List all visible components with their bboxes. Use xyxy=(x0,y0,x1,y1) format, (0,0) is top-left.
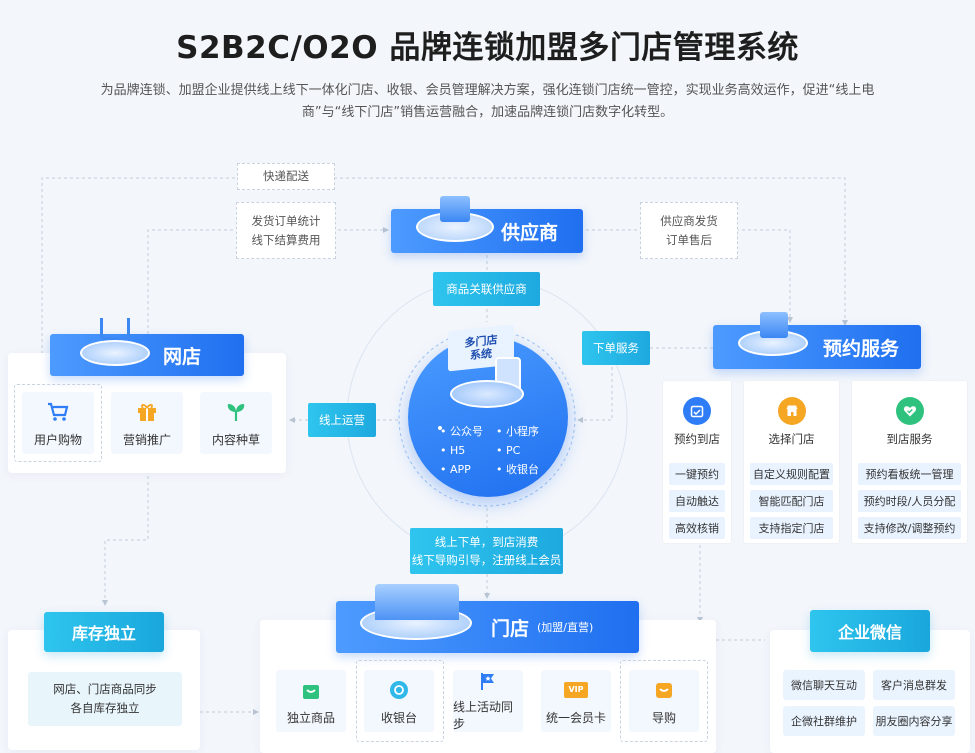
gift-icon xyxy=(134,399,160,425)
tile-content-seeding: 内容种草 xyxy=(200,392,272,454)
inventory-line1: 网店、门店商品同步 xyxy=(53,682,157,696)
booking-item: 智能匹配门店 xyxy=(750,490,833,512)
booking-item: 预约看板统一管理 xyxy=(858,463,961,485)
booking-item: 自定义规则配置 xyxy=(750,463,833,485)
booking-item: 支持指定门店 xyxy=(750,517,833,539)
settlement-note: 发货订单统计 线下结算费用 xyxy=(236,202,336,259)
booking-service-label: 预约服务 xyxy=(823,337,900,360)
tile-user-shopping-label: 用户购物 xyxy=(33,432,82,447)
feature-item: • 小程序 xyxy=(496,425,539,438)
booking-item: 预约时段/人员分配 xyxy=(858,490,961,512)
tile-own-products-label: 独立商品 xyxy=(286,710,335,725)
shopping-bag-icon xyxy=(298,677,324,703)
tile-user-shopping: 用户购物 xyxy=(22,392,94,454)
flag-icon xyxy=(475,670,501,692)
booking-column-choose-store: 选择门店 自定义规则配置 智能匹配门店 支持指定门店 xyxy=(743,380,840,544)
tile-cashier-label: 收银台 xyxy=(380,710,417,725)
calendar-check-icon xyxy=(683,397,711,425)
inventory-node: 库存独立 xyxy=(44,612,164,652)
shop-platform-icon xyxy=(80,340,150,366)
tile-shopping-guide: 导购 xyxy=(629,670,699,732)
tag-offline-guidance-line1: 线上下单，到店消费 xyxy=(434,535,539,549)
settlement-line1: 发货订单统计 xyxy=(251,213,321,228)
tile-unified-membership-label: 统一会员卡 xyxy=(545,710,606,725)
tag-product-supplier-label: 商品关联供应商 xyxy=(446,282,527,296)
page-subtitle: 为品牌连锁、加盟企业提供线上线下一体化门店、收银、会员管理解决方案，强化连锁门店… xyxy=(100,83,875,120)
tile-own-products: 独立商品 xyxy=(276,670,346,732)
heart-check-icon xyxy=(895,397,924,425)
tag-offline-guidance-line2: 线下导购引导，注册线上会员 xyxy=(411,553,562,567)
online-shop-label: 网店 xyxy=(163,345,202,368)
feature-item: • 公众号 xyxy=(440,425,483,438)
multi-store-badge-line2: 系统 xyxy=(470,346,492,363)
tag-order-service-label: 下单服务 xyxy=(593,341,639,355)
booking-item: 支持修改/调整预约 xyxy=(858,517,961,539)
vip-card-icon: VIP xyxy=(563,677,589,703)
store-label: 门店 xyxy=(491,617,530,640)
booking-item: 自动触达 xyxy=(669,490,725,512)
wechat-item: 客户消息群发 xyxy=(873,670,955,700)
cashier-icon xyxy=(386,677,412,703)
feature-item: • H5 xyxy=(440,444,466,457)
tile-cashier: 收银台 xyxy=(364,670,434,732)
tile-marketing-label: 营销推广 xyxy=(122,432,171,447)
supplier-shipping-note: 供应商发货 订单售后 xyxy=(640,202,738,259)
tag-online-operation: 线上运营 xyxy=(308,403,376,437)
page-title: S2B2C/O2O 品牌连锁加盟多门店管理系统 xyxy=(176,30,799,66)
tag-offline-guidance: 线上下单，到店消费 线下导购引导，注册线上会员 xyxy=(410,528,563,574)
feature-item: • PC xyxy=(496,444,521,457)
supplier-box-icon xyxy=(440,196,470,222)
vip-text: VIP xyxy=(564,681,588,698)
guide-outline xyxy=(620,660,708,742)
booking-column-in-store-service-header: 到店服务 xyxy=(886,432,933,446)
hub-feature-list: • 公众号 • 小程序 • H5 • PC • APP • 收银台 xyxy=(440,422,540,479)
wechat-item: 朋友圈内容分享 xyxy=(873,706,955,736)
booking-column-arrive: 预约到店 一键预约 自动触达 高效核销 xyxy=(662,380,732,544)
inventory-label: 库存独立 xyxy=(71,624,136,643)
supplier-shipping-line1: 供应商发货 xyxy=(660,213,718,228)
booking-column-arrive-header: 预约到店 xyxy=(674,432,720,446)
express-delivery-note: 快递配送 xyxy=(237,163,335,190)
booking-item: 高效核销 xyxy=(669,517,725,539)
enterprise-wechat-label: 企业微信 xyxy=(837,623,902,642)
inventory-description: 网店、门店商品同步 各自库存独立 xyxy=(28,672,182,726)
store-icon xyxy=(777,397,806,425)
tile-content-seeding-label: 内容种草 xyxy=(211,432,260,447)
bullet-icon xyxy=(438,426,442,430)
guide-icon xyxy=(651,677,677,703)
shopping-cart-icon xyxy=(100,318,130,340)
tile-shopping-guide-label: 导购 xyxy=(651,710,676,725)
tag-product-supplier: 商品关联供应商 xyxy=(433,272,540,306)
express-delivery-label: 快递配送 xyxy=(263,169,309,183)
booking-item: 一键预约 xyxy=(669,463,725,485)
supplier-label: 供应商 xyxy=(501,221,559,244)
storefront-icon xyxy=(375,584,459,620)
tile-online-activity-sync-label: 线上活动同步 xyxy=(453,700,514,731)
settlement-line2: 线下结算费用 xyxy=(251,232,321,247)
inventory-line2: 各自库存独立 xyxy=(70,701,140,715)
feature-item: • 收银台 xyxy=(496,463,539,476)
cashier-outline xyxy=(356,660,444,742)
booking-column-choose-store-header: 选择门店 xyxy=(768,432,815,446)
calendar-icon xyxy=(760,312,788,338)
tile-online-activity-sync: 线上活动同步 xyxy=(453,670,523,732)
cart-icon xyxy=(45,399,71,425)
sprout-icon xyxy=(223,399,249,425)
enterprise-wechat-node: 企业微信 xyxy=(810,610,930,652)
tile-marketing: 营销推广 xyxy=(111,392,183,454)
tag-online-operation-label: 线上运营 xyxy=(319,413,365,427)
store-sublabel: (加盟/直营) xyxy=(537,621,594,634)
supplier-shipping-line2: 订单售后 xyxy=(666,232,712,247)
user-shopping-outline xyxy=(14,384,102,462)
wechat-item: 企微社群维护 xyxy=(783,706,865,736)
tile-unified-membership: VIP 统一会员卡 xyxy=(541,670,611,732)
feature-item: • APP xyxy=(440,463,471,476)
hub-platform-icon xyxy=(450,380,524,408)
tag-order-service: 下单服务 xyxy=(582,331,650,365)
booking-column-in-store-service: 到店服务 预约看板统一管理 预约时段/人员分配 支持修改/调整预约 xyxy=(851,380,968,544)
wechat-item: 微信聊天互动 xyxy=(783,670,865,700)
